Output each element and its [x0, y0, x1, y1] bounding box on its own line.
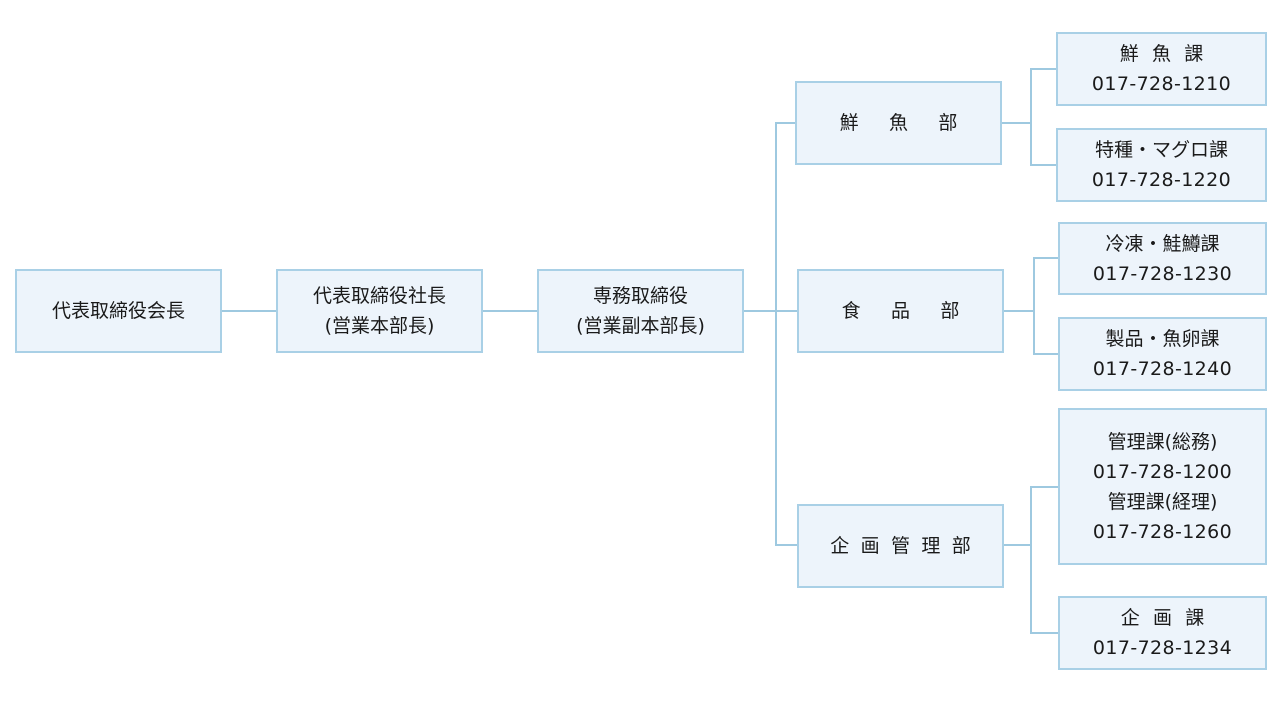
tuna-section-label: 特種・マグロ課	[1094, 139, 1228, 161]
food-department-box: 食品部	[797, 269, 1004, 353]
admin-section-box: 管理課(総務) 017-728-1200 管理課(経理) 017-728-126…	[1058, 408, 1267, 565]
admin-accounting-phone: 017-728-1260	[1092, 520, 1233, 543]
planning-department-label: 企画管理部	[830, 535, 983, 557]
frozen-section-label: 冷凍・鮭鱒課	[1105, 232, 1220, 255]
fresh-fish-department-box: 鮮魚部	[795, 81, 1002, 165]
fresh-fish-section-box: 鮮魚課 017-728-1210	[1056, 32, 1267, 106]
president-role: (営業本部長)	[324, 315, 435, 337]
director-title: 専務取締役	[592, 285, 688, 307]
frozen-section-box: 冷凍・鮭鱒課 017-728-1230	[1058, 222, 1267, 295]
planning-department-box: 企画管理部	[797, 504, 1004, 588]
admin-general-phone: 017-728-1200	[1092, 460, 1233, 483]
planning-section-phone: 017-728-1234	[1092, 637, 1233, 659]
product-section-box: 製品・魚卵課 017-728-1240	[1058, 317, 1267, 391]
president-box: 代表取締役社長 (営業本部長)	[276, 269, 483, 353]
chairman-title: 代表取締役会長	[51, 300, 185, 322]
fresh-fish-section-label: 鮮魚課	[1119, 43, 1217, 65]
food-department-label: 食品部	[841, 300, 990, 322]
fresh-fish-department-label: 鮮魚部	[839, 112, 988, 134]
admin-accounting-label: 管理課(経理)	[1107, 490, 1218, 513]
product-section-label: 製品・魚卵課	[1105, 328, 1220, 350]
admin-general-label: 管理課(総務)	[1107, 430, 1218, 453]
chairman-box: 代表取締役会長	[15, 269, 222, 353]
tuna-section-box: 特種・マグロ課 017-728-1220	[1056, 128, 1267, 202]
president-title: 代表取締役社長	[312, 285, 446, 307]
planning-section-label: 企画課	[1120, 607, 1218, 629]
director-box: 専務取締役 (営業副本部長)	[537, 269, 744, 353]
product-section-phone: 017-728-1240	[1092, 358, 1233, 380]
frozen-section-phone: 017-728-1230	[1092, 262, 1233, 285]
director-role: (営業副本部長)	[576, 315, 705, 337]
planning-section-box: 企画課 017-728-1234	[1058, 596, 1267, 670]
fresh-fish-section-phone: 017-728-1210	[1091, 73, 1232, 95]
tuna-section-phone: 017-728-1220	[1091, 169, 1232, 191]
